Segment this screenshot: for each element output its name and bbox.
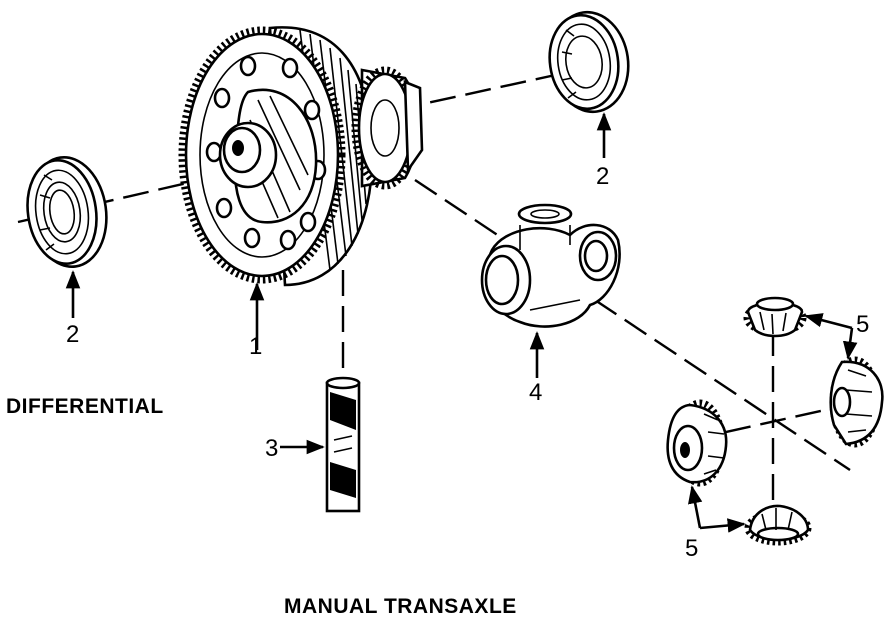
left-bearing-icon xyxy=(26,155,108,269)
manual-transaxle-title: MANUAL TRANSAXLE xyxy=(284,595,517,618)
differential-case-icon xyxy=(480,203,621,328)
differential-title: DIFFERENTIAL xyxy=(6,395,164,418)
callout-4: 4 xyxy=(529,379,542,406)
ring-gear-icon xyxy=(178,26,424,287)
top-bevel-gear-icon xyxy=(743,296,807,338)
center-lines xyxy=(17,60,871,520)
bottom-bevel-gear-icon xyxy=(744,504,812,546)
pinion-shaft-icon xyxy=(325,376,361,513)
right-bearing-icon xyxy=(548,10,630,114)
bevel-gears-icon xyxy=(666,296,884,546)
callout-5-bottom: 5 xyxy=(685,535,698,562)
right-bevel-gear-icon xyxy=(829,356,884,448)
callout-3: 3 xyxy=(265,435,278,462)
callout-5-top: 5 xyxy=(856,311,869,338)
callout-2-right: 2 xyxy=(596,163,609,190)
callout-2-left: 2 xyxy=(66,321,79,348)
leader-lines xyxy=(65,112,858,533)
callout-1: 1 xyxy=(249,333,262,360)
left-bevel-gear-icon xyxy=(666,399,728,487)
